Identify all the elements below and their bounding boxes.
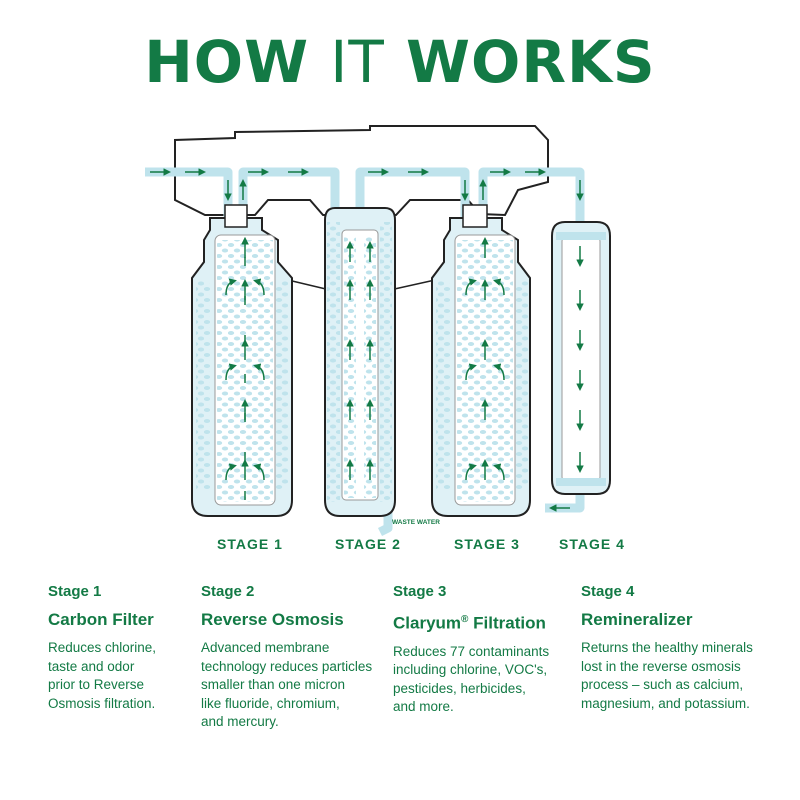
stage-2-housing [324,207,396,517]
stage-4-number: Stage 4 [581,583,635,600]
stage-1-number: Stage 1 [48,583,102,600]
stage-1-description-block: Stage 1 Carbon Filter Reduces chlorine, … [48,582,188,713]
stage-2-description: Advanced membrane technology reduces par… [201,640,373,729]
stage-1-description: Reduces chlorine, taste and odor prior t… [48,640,157,711]
stage-4-name: Remineralizer [581,610,693,629]
stage-2-number: Stage 2 [201,583,255,600]
stage-1-label: STAGE 1 [217,536,283,552]
stage-2-label: STAGE 2 [335,536,401,552]
stage-2-flow-arrows [346,241,374,480]
stage-3-description: Reduces 77 contaminants including chlori… [393,643,550,715]
page-title: HOW IT WORKS [0,22,800,102]
stage-3-description-block: Stage 3 Claryum® Filtration Reduces 77 c… [393,582,568,717]
title-works: WORKS [406,28,656,96]
waste-water-label: WASTE WATER [392,519,440,526]
stage-2-description-block: Stage 2 Reverse Osmosis Advanced membran… [201,582,381,732]
stage-1-name: Carbon Filter [48,610,154,629]
filter-system-diagram: WASTE WATER [145,125,611,537]
stage-3-number: Stage 3 [393,583,447,600]
stage-3-flow-arrows [465,237,505,481]
stage-4-label: STAGE 4 [559,536,625,552]
stage-3-housing [431,204,531,517]
title-how: HOW [144,28,310,96]
stage-4-description: Returns the healthy minerals lost in the… [581,640,753,711]
stage-1-flow-arrows [225,237,265,500]
stage-3-name: Claryum® Filtration [393,613,546,633]
stage-1-housing [191,204,293,517]
stage-4-housing [551,221,611,495]
stage-2-name: Reverse Osmosis [201,610,344,629]
stage-4-description-block: Stage 4 Remineralizer Returns the health… [581,582,781,713]
title-it: IT [330,28,385,96]
flow-arrows-top [150,168,584,512]
stage-3-label: STAGE 3 [454,536,520,552]
